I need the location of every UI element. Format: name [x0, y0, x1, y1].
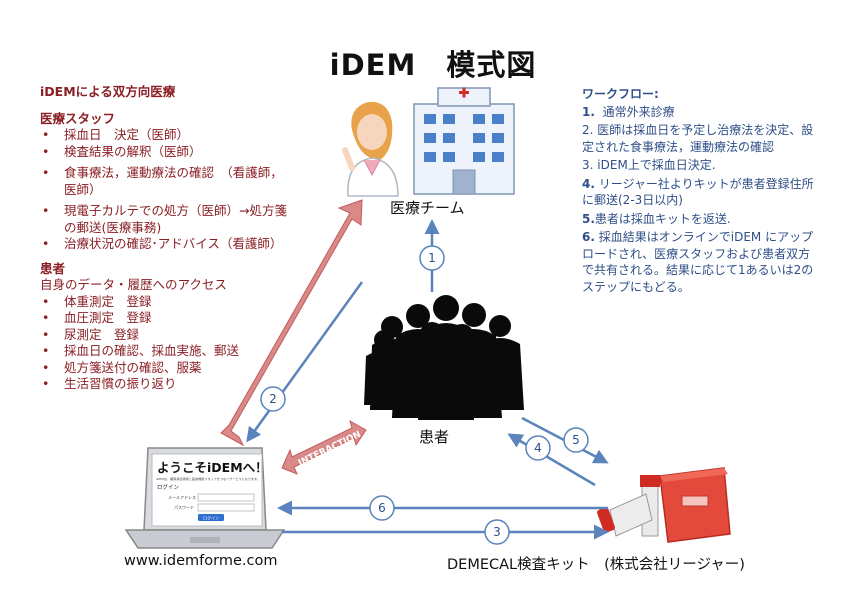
team-label: 医療チーム: [390, 199, 465, 217]
step-label: 5: [572, 433, 580, 447]
step-text: 医師は採血日を予定し治療法を決定、設定された食事療法，運動療法の確認: [582, 123, 814, 154]
page-title: iDEM 模式図: [329, 48, 537, 82]
laptop-subtitle: iDEMは、糖尿病患者様と医療機関スタッフをつなぐサービスになります。: [156, 476, 260, 481]
left-heading: iDEMによる双方向医療: [40, 84, 176, 99]
workflow-step: 5.患者は採血キットを返送.: [582, 211, 814, 228]
laptop-mail-label: メールアドレス: [168, 495, 196, 500]
step-number: 6.: [582, 230, 595, 244]
step-text: リージャー社よりキットが患者登録住所に郵送(2-3日以内): [582, 176, 814, 208]
list-item: 尿測定 登録: [40, 327, 340, 344]
step-number: 5.: [582, 211, 595, 226]
step-circle: [525, 435, 551, 461]
laptop-login-title: ログイン: [157, 483, 180, 491]
staff-title: 医療スタッフ: [40, 110, 116, 126]
workflow-step: 2. 医師は採血日を予定し治療法を決定、設定された食事療法，運動療法の確認: [582, 122, 814, 155]
test-kit-icon: [597, 467, 731, 543]
arrow-step-2: [246, 281, 364, 443]
workflow-panel: ワークフロー: 1. 通常外来診療 2. 医師は採血日を予定し治療法を決定、設定…: [582, 86, 814, 297]
step-circle: [419, 245, 445, 271]
step-number: 4.: [582, 176, 595, 191]
list-item: 体重測定 登録: [40, 294, 340, 311]
workflow-title: ワークフロー:: [582, 87, 659, 101]
step-circle: [369, 495, 395, 521]
list-item: 現電子カルテでの処方（医師）→処方箋の郵送(医療事務): [40, 203, 289, 236]
interaction-label: INTERACTION: [297, 430, 363, 469]
laptop-password-input: [197, 503, 255, 512]
step-circle: [563, 427, 589, 453]
hospital-icon: [413, 87, 515, 195]
list-item: 食事療法，運動療法の確認 （看護師，医師）: [40, 165, 289, 198]
red-arrow-team-laptop: [220, 199, 363, 447]
laptop-password-label: パスワード: [174, 505, 194, 510]
list-item: 採血日 決定（医師）: [40, 127, 340, 144]
kit-label: DEMECAL検査キット (株式会社リージャー): [447, 557, 745, 573]
list-item: 血圧測定 登録: [40, 310, 340, 327]
step-number: 3.: [582, 158, 594, 172]
left-panel: iDEMによる双方向医療 医療スタッフ 採血日 決定（医師） 検査結果の解釈（医…: [40, 84, 340, 393]
laptop-welcome: ようこそiDEMへ！: [157, 460, 268, 475]
workflow-step: 3. iDEM上で採血日決定.: [582, 157, 814, 174]
list-item: 処方箋送付の確認、服薬: [40, 360, 340, 377]
list-item: 採血日の確認、採血実施、郵送: [40, 343, 340, 360]
patient-list: 体重測定 登録 血圧測定 登録 尿測定 登録 採血日の確認、採血実施、郵送 処方…: [40, 294, 340, 393]
patient-intro: 自身のデータ・履歴へのアクセス: [40, 277, 227, 292]
workflow-step: 4. リージャー社よりキットが患者登録住所に郵送(2-3日以内): [582, 176, 814, 209]
step-label: 1: [428, 251, 436, 265]
patient-title: 患者: [40, 260, 66, 276]
laptop-login-button: [198, 514, 224, 521]
workflow-step: 1. 通常外来診療: [582, 104, 814, 121]
step-text: 患者は採血キットを返送.: [594, 211, 731, 226]
staff-list: 採血日 決定（医師） 検査結果の解釈（医師） 食事療法，運動療法の確認 （看護師…: [40, 127, 340, 253]
step-text: iDEM上で採血日決定.: [597, 158, 716, 172]
step-circle: [484, 519, 510, 545]
nurse-icon: [342, 101, 399, 197]
workflow-step: 6. 採血結果はオンラインでiDEM にアップロードされ、医療スタッフおよび患者…: [582, 229, 814, 295]
interaction-arrow: [281, 419, 367, 475]
arrow-step-4: [507, 433, 596, 487]
step-label: 2: [269, 392, 277, 406]
patients-silhouette-icon: [364, 295, 524, 420]
step-circle: [260, 386, 286, 412]
laptop-mail-input: [197, 493, 255, 502]
step-number: 2.: [582, 123, 594, 137]
step-label: 6: [378, 501, 386, 515]
list-item: 治療状況の確認･アドバイス（看護師）: [40, 236, 340, 253]
site-label: www.idemforme.com: [124, 553, 278, 569]
laptop-login-button-label: ログイン: [203, 515, 219, 521]
step-text: 通常外来診療: [602, 104, 675, 119]
list-item: 生活習慣の振り返り: [40, 376, 340, 393]
step-label: 4: [534, 441, 542, 455]
step-number: 1.: [582, 104, 595, 119]
laptop-screen: ようこそiDEMへ！ iDEMは、糖尿病患者様と医療機関スタッフをつなぐサービス…: [156, 460, 268, 521]
step-label: 3: [493, 525, 501, 539]
step-text: 採血結果はオンラインでiDEM にアップロードされ、医療スタッフおよび患者双方で…: [582, 230, 814, 294]
list-item: 検査結果の解釈（医師）: [40, 144, 340, 161]
patient-label: 患者: [419, 428, 450, 446]
